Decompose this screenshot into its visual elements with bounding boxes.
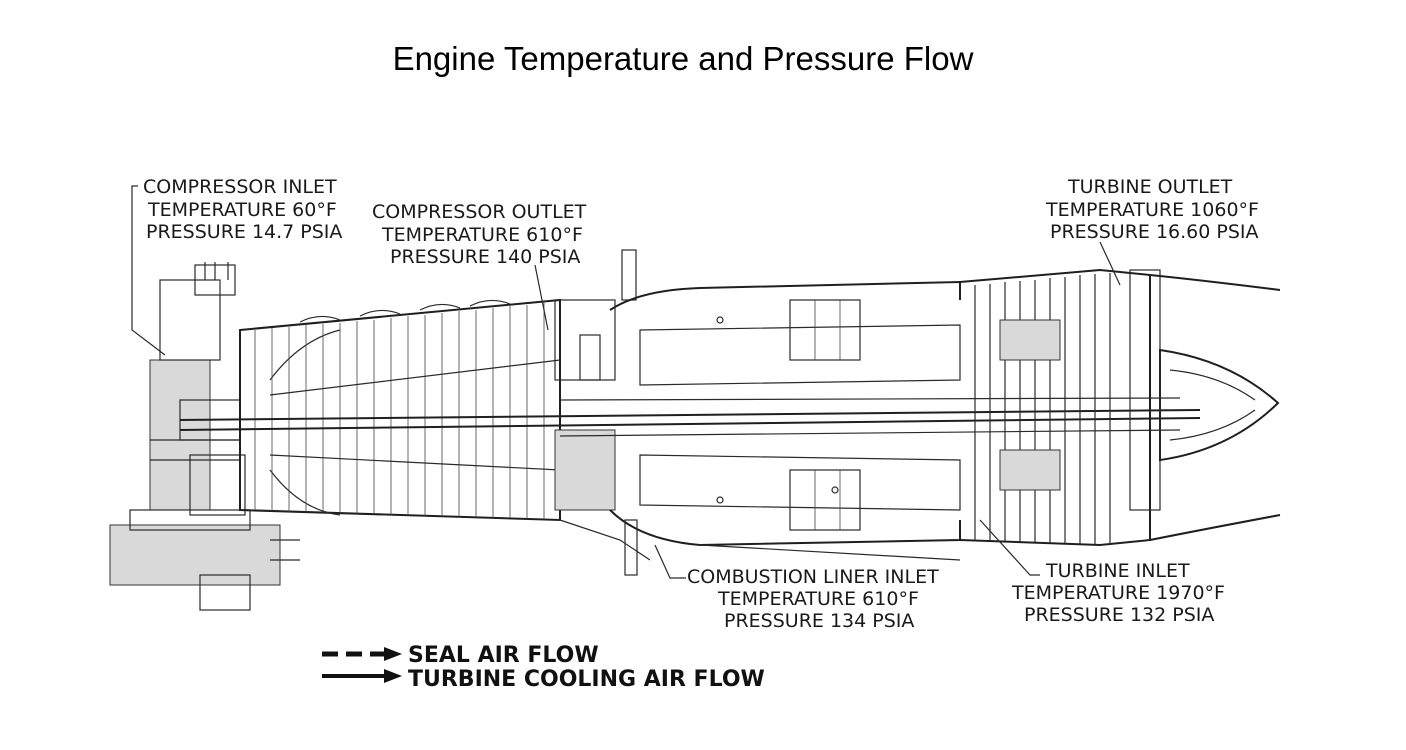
label-turbine-outlet: TURBINE OUTLET TEMPERATURE 1060°F PRESSU… — [1045, 176, 1259, 243]
diagram-title: Engine Temperature and Pressure Flow — [392, 40, 974, 77]
compressor-inlet-pressure: PRESSURE 14.7 PSIA — [146, 221, 342, 243]
main-shaft — [179, 397, 1201, 437]
compressor-blades — [254, 303, 545, 519]
label-turbine-inlet: TURBINE INLET TEMPERATURE 1970°F PRESSUR… — [1011, 560, 1225, 626]
compressor-outlet-pressure: PRESSURE 140 PSIA — [390, 246, 580, 268]
combustion-liner-inlet-temperature: TEMPERATURE 610°F — [717, 588, 919, 610]
turbine-section — [959, 268, 1161, 547]
turbine-outlet-temperature: TEMPERATURE 1060°F — [1045, 199, 1259, 221]
compressor-inlet-name: COMPRESSOR INLET — [143, 176, 337, 198]
combustion-liner-inlet-name: COMBUSTION LINER INLET — [687, 566, 939, 588]
compressor-outlet-temperature: TEMPERATURE 610°F — [381, 224, 583, 246]
dashed-arrow-icon — [322, 647, 402, 661]
accessory-gearbox — [109, 262, 300, 611]
turbine-inlet-temperature: TEMPERATURE 1970°F — [1011, 582, 1225, 604]
compressor-section — [239, 298, 561, 522]
legend-seal-air-flow: SEAL AIR FLOW — [322, 643, 599, 668]
compressor-inlet-temperature: TEMPERATURE 60°F — [147, 199, 337, 221]
legend: SEAL AIR FLOW TURBINE COOLING AIR FLOW — [322, 643, 765, 692]
engine-cross-section — [109, 249, 1281, 611]
label-compressor-inlet: COMPRESSOR INLET TEMPERATURE 60°F PRESSU… — [143, 176, 342, 243]
label-combustion-liner-inlet: COMBUSTION LINER INLET TEMPERATURE 610°F… — [687, 566, 939, 632]
combustion-section — [609, 280, 961, 576]
turbine-outlet-pressure: PRESSURE 16.60 PSIA — [1050, 221, 1259, 243]
legend-turbine-cooling-air-flow: TURBINE COOLING AIR FLOW — [322, 667, 765, 692]
solid-arrow-icon — [322, 669, 402, 683]
diffuser — [554, 249, 651, 561]
turbine-blades — [974, 273, 1111, 544]
combustion-liner-inlet-pressure: PRESSURE 134 PSIA — [724, 610, 914, 632]
leader-lines — [131, 185, 1121, 579]
label-compressor-outlet: COMPRESSOR OUTLET TEMPERATURE 610°F PRES… — [372, 201, 587, 268]
turbine-inlet-pressure: PRESSURE 132 PSIA — [1024, 604, 1214, 626]
turbine-outlet-name: TURBINE OUTLET — [1067, 176, 1233, 198]
legend-turbine-cooling-air-flow-label: TURBINE COOLING AIR FLOW — [408, 667, 765, 692]
legend-seal-air-flow-label: SEAL AIR FLOW — [408, 643, 599, 668]
compressor-outlet-name: COMPRESSOR OUTLET — [372, 201, 587, 223]
exhaust-cone — [1149, 274, 1281, 541]
turbine-inlet-name: TURBINE INLET — [1045, 560, 1190, 582]
